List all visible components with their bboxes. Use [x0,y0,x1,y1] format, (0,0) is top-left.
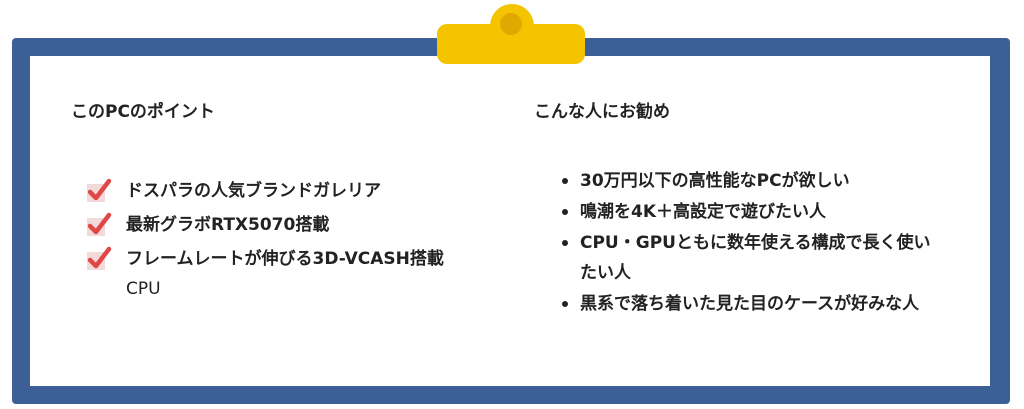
points-list: ドスパラの人気ブランドガレリア 最新グラボRTX5070搭載 フレームレートが伸… [86,176,476,308]
points-heading: このPCのポイント [71,102,215,122]
point-text: フレームレートが伸びる3D-VCASH搭載 [126,249,444,269]
list-item: 黒系で落ち着いた見た目のケースが好みな人 [560,289,940,319]
check-mark-icon [87,178,112,202]
bullet-icon [562,209,568,215]
recommended-for-list: 30万円以下の高性能なPCが欲しい 鳴潮を4K＋高設定で遊びたい人 CPU・GP… [560,166,940,320]
bullet-icon [562,240,568,246]
bullet-icon [562,301,568,307]
recommendation-text: 30万円以下の高性能なPCが欲しい [580,171,850,191]
list-item: フレームレートが伸びる3D-VCASH搭載 CPU [86,244,476,304]
recommendation-text: CPU・GPUともに数年使える構成で長く使いたい人 [580,233,931,283]
point-text-suffix: CPU [126,279,161,299]
card-body [30,56,990,386]
clipboard-clip-hole [500,13,522,35]
list-item: CPU・GPUともに数年使える構成で長く使いたい人 [560,228,940,288]
list-item: 30万円以下の高性能なPCが欲しい [560,166,940,196]
recommendation-text: 鳴潮を4K＋高設定で遊びたい人 [580,202,827,222]
list-item: 鳴潮を4K＋高設定で遊びたい人 [560,197,940,227]
point-text: ドスパラの人気ブランドガレリア [126,181,381,201]
recommendation-text: 黒系で落ち着いた見た目のケースが好みな人 [580,294,920,314]
point-text: 最新グラボRTX5070搭載 [126,215,330,235]
check-mark-icon [87,212,112,236]
check-mark-icon [87,246,112,270]
bullet-icon [562,178,568,184]
list-item: 最新グラボRTX5070搭載 [86,210,476,240]
recommended-for-heading: こんな人にお勧め [534,102,670,122]
list-item: ドスパラの人気ブランドガレリア [86,176,476,206]
